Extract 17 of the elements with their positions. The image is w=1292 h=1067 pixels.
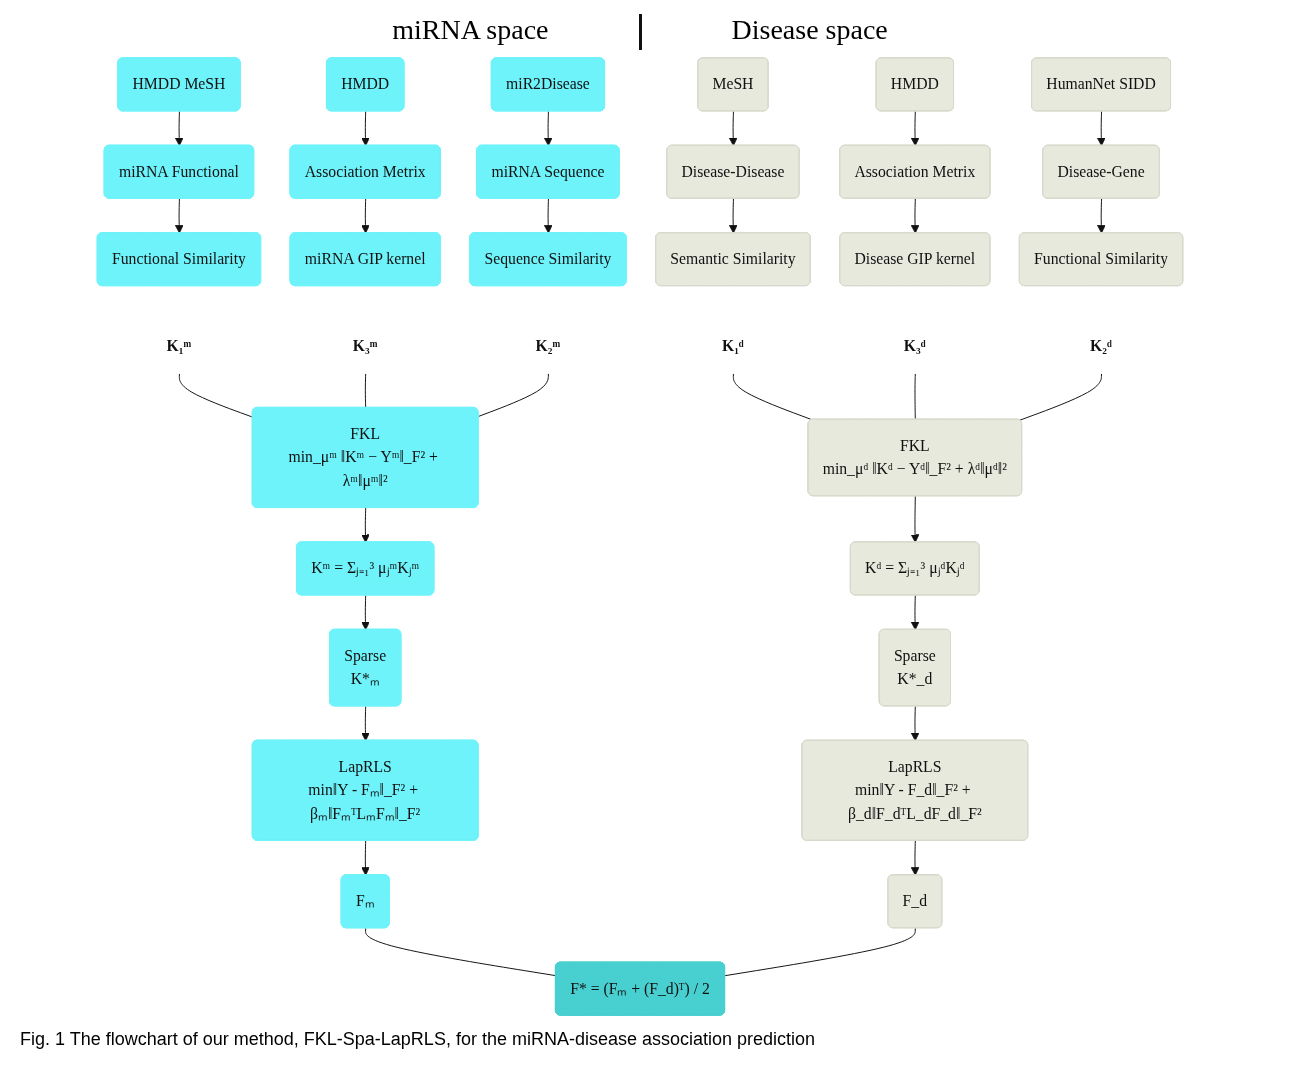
connector — [732, 373, 813, 421]
connector — [1019, 373, 1103, 421]
node-text: K₁ᵈ — [721, 337, 744, 355]
connector — [478, 373, 549, 417]
node-text: K₃ᵈ — [903, 337, 926, 355]
node-text: K₁ᵐ — [166, 337, 192, 355]
connector — [914, 373, 916, 421]
connector — [365, 927, 557, 977]
connector — [724, 927, 916, 977]
figure-caption: Fig. 1 The flowchart of our method, FKL-Spa-LapRLS, for the miRNA-disease association prediction — [20, 1029, 816, 1050]
node-text: K₂ᵐ — [535, 337, 561, 355]
node-text: K₂ᵈ — [1090, 337, 1113, 355]
connector — [178, 373, 254, 418]
node-text: K₃ᵐ — [352, 337, 378, 355]
column-heading: miRNA space — [391, 14, 550, 47]
column-heading: Disease space — [730, 14, 889, 47]
connector — [364, 373, 367, 409]
